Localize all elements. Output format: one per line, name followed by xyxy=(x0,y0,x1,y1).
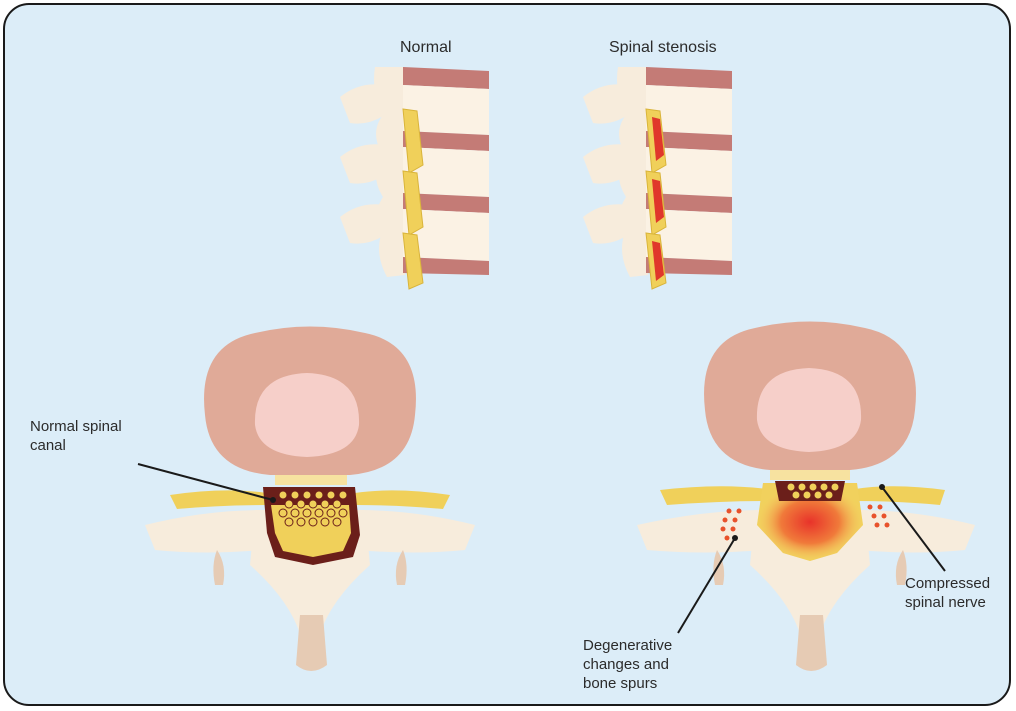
stenosis-nucleus xyxy=(757,368,861,452)
spine-illustration xyxy=(5,5,1009,704)
stenosis-cross-section xyxy=(637,322,975,672)
normal-spinous-process xyxy=(296,615,327,671)
normal-nucleus xyxy=(255,373,359,457)
stenosis-spinous-process xyxy=(796,615,827,671)
stenosis-spine-side-view xyxy=(583,67,732,289)
diagram-frame: Normal Spinal stenosis Normal spinal can… xyxy=(3,3,1011,706)
normal-cross-section xyxy=(138,327,475,672)
normal-spine-side-view xyxy=(340,67,489,289)
